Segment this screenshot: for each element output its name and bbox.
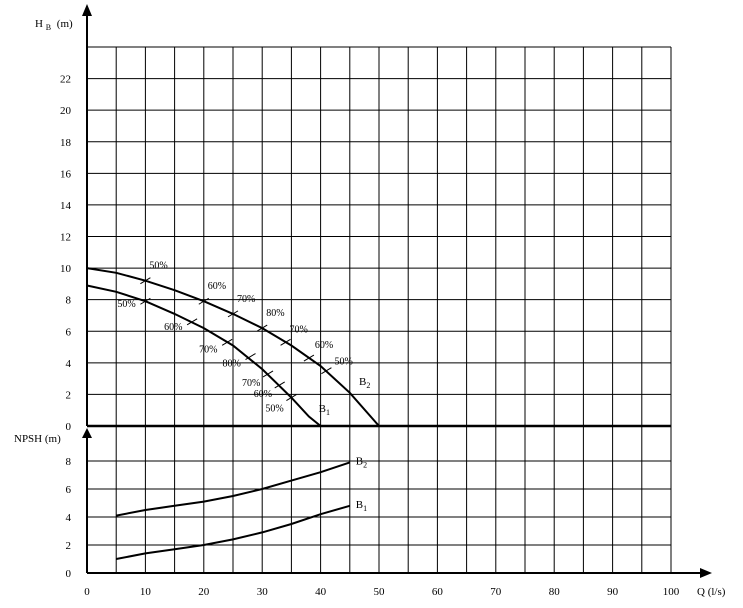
- head-y-axis-title-unit: (m): [57, 18, 73, 30]
- x-tick-label: 60: [432, 586, 444, 598]
- npsh-curve-label-b1: B1: [356, 499, 367, 513]
- efficiency-tick: [198, 297, 210, 305]
- efficiency-label: 70%: [237, 294, 255, 305]
- efficiency-tick: [140, 297, 151, 305]
- head-y-axis-arrow: [82, 4, 92, 16]
- head-y-tick-label: 14: [60, 200, 72, 212]
- efficiency-label: 70%: [242, 378, 260, 389]
- efficiency-tick: [286, 394, 297, 402]
- efficiency-label: 50%: [265, 404, 283, 415]
- curves-layer: [86, 267, 380, 560]
- efficiency-label: 70%: [290, 324, 308, 335]
- npsh-y-tick-label: 2: [66, 540, 72, 552]
- x-axis-arrow: [700, 568, 712, 578]
- efficiency-label: 60%: [208, 281, 226, 292]
- npsh-y-tick-label: 4: [66, 512, 72, 524]
- head-y-tick-label: 6: [66, 326, 72, 338]
- curve-label-sub: 2: [366, 381, 370, 390]
- efficiency-label: 50%: [117, 299, 135, 310]
- npsh-curve-b1: [116, 504, 351, 560]
- curve-label-main: B: [319, 403, 326, 415]
- head-y-tick-label: 8: [66, 295, 72, 307]
- head-y-tick-label: 18: [60, 137, 72, 149]
- efficiency-label: 60%: [315, 340, 333, 351]
- head-curve-label-b2: B2: [359, 376, 370, 390]
- grid-layer: [87, 46, 672, 573]
- efficiency-tick: [321, 367, 332, 375]
- head-y-axis-title-main: H: [35, 18, 43, 30]
- efficiency-tick: [245, 353, 256, 360]
- curve-label-main: B: [356, 455, 363, 467]
- efficiency-label: 80%: [223, 359, 241, 370]
- curve-label-main: B: [359, 376, 366, 388]
- curve-label-main: B: [356, 499, 363, 511]
- x-tick-label: 30: [257, 586, 269, 598]
- head-y-tick-label: 22: [60, 74, 71, 86]
- head-curve-b1: [86, 284, 322, 427]
- efficiency-label: 50%: [334, 357, 352, 368]
- npsh-y-tick-label: 8: [66, 456, 72, 468]
- efficiency-tick: [140, 277, 151, 285]
- curve-label-sub: 2: [363, 460, 367, 469]
- x-tick-label: 0: [84, 586, 90, 598]
- x-axis-title: Q (l/s): [697, 586, 726, 598]
- head-curve-label-b1: B1: [319, 403, 330, 417]
- npsh-y-tick-label: 6: [66, 484, 72, 496]
- head-y-tick-label: 4: [66, 358, 72, 370]
- head-y-tick-label: 12: [60, 232, 71, 244]
- x-tick-label: 90: [607, 586, 619, 598]
- head-y-axis-title: H B (m): [35, 18, 73, 33]
- head-y-tick-label: 10: [60, 263, 72, 275]
- npsh-curve-label-b2: B2: [356, 455, 367, 469]
- efficiency-label: 60%: [254, 389, 272, 400]
- efficiency-label: 50%: [149, 261, 167, 272]
- x-tick-label: 70: [490, 586, 502, 598]
- x-tick-label: 50: [374, 586, 386, 598]
- head-y-tick-label: 20: [60, 105, 72, 117]
- head-y-axis-title-sub: B: [46, 23, 51, 32]
- x-tick-label: 80: [549, 586, 561, 598]
- npsh-y-tick-label: 0: [66, 568, 72, 580]
- efficiency-tick: [280, 338, 291, 346]
- curve-label-sub: 1: [326, 408, 330, 417]
- efficiency-label: 60%: [164, 322, 182, 333]
- efficiency-tick: [221, 338, 233, 346]
- efficiency-label: 80%: [266, 308, 284, 319]
- head-y-tick-label: 2: [66, 389, 72, 401]
- efficiency-tick: [186, 318, 198, 326]
- npsh-y-axis-arrow: [82, 428, 92, 438]
- npsh-y-axis-title: NPSH (m): [14, 433, 61, 445]
- efficiency-tick: [303, 354, 315, 362]
- head-y-tick-label: 16: [60, 168, 72, 180]
- x-tick-label: 100: [663, 586, 680, 598]
- efficiency-tick: [256, 324, 268, 332]
- head-y-tick-label: 0: [66, 421, 72, 433]
- npsh-curve-b2: [116, 461, 351, 517]
- efficiency-tick: [274, 381, 285, 389]
- x-tick-label: 40: [315, 586, 327, 598]
- x-tick-label: 10: [140, 586, 152, 598]
- efficiency-tick: [227, 310, 239, 318]
- x-tick-label: 20: [198, 586, 210, 598]
- efficiency-label: 70%: [199, 344, 217, 355]
- efficiency-tick: [262, 370, 274, 378]
- curve-label-sub: 1: [363, 504, 367, 513]
